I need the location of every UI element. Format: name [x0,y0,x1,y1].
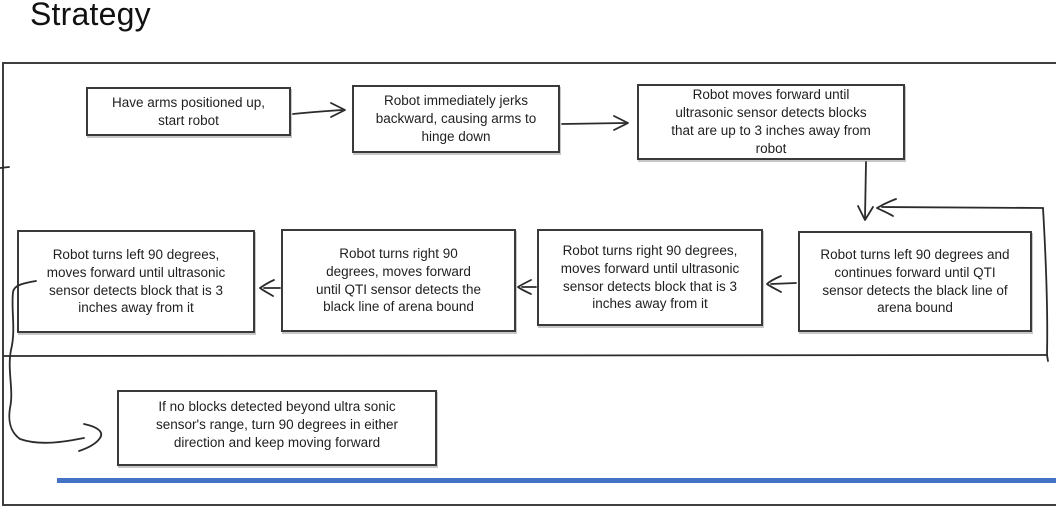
flow-step-turn-left-ultrasonic: Robot turns left 90 degrees, moves forwa… [17,230,255,333]
bottom-accent-bar [57,478,1056,483]
page-title: Strategy [30,0,151,32]
flow-step-turn-right-ultrasonic: Robot turns right 90 degrees, moves forw… [537,229,763,326]
flow-step-turn-left-qti: Robot turns left 90 degrees and continue… [798,231,1032,332]
flow-step-no-blocks: If no blocks detected beyond ultra sonic… [117,390,437,466]
flow-step-move-forward-detect: Robot moves forward until ultrasonic sen… [637,84,905,160]
flow-step-turn-right-qti: Robot turns right 90 degrees, moves forw… [281,229,516,332]
flow-step-start: Have arms positioned up, start robot [86,87,291,136]
flow-step-jerk-backward: Robot immediately jerks backward, causin… [352,85,560,153]
